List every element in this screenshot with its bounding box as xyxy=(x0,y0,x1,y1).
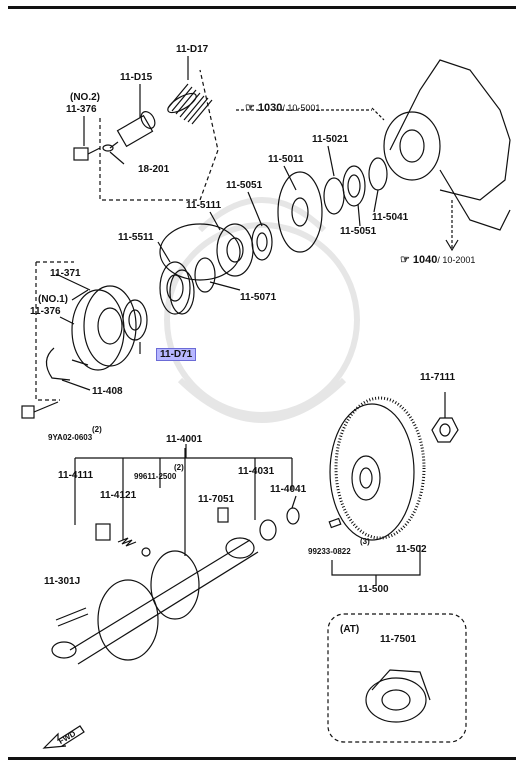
label-11-500: 11-500 xyxy=(358,584,389,595)
label-11-502: 11-502 xyxy=(396,544,427,555)
label-11-5011: 11-5011 xyxy=(268,154,304,165)
key-7051 xyxy=(217,507,229,523)
label-9ya02-0603: 9YA02-0603 xyxy=(48,433,93,442)
label-11-7051: 11-7051 xyxy=(198,494,235,505)
flywheel-502 xyxy=(329,396,426,541)
top-rule xyxy=(8,6,516,9)
crankshaft-4001 xyxy=(51,537,259,665)
label-no1: (NO.1) xyxy=(38,294,68,305)
ref-1040-num: 1040 xyxy=(412,254,438,266)
label-11-7111: 11-7111 xyxy=(420,372,456,383)
label-99233-0822: 99233-0822 xyxy=(308,547,351,556)
label-11-d15: 11-D15 xyxy=(120,72,153,83)
disc-5011 xyxy=(277,171,323,253)
group-box-lower xyxy=(35,261,74,401)
valve-d15 xyxy=(109,111,156,149)
label-11-4111: 11-4111 xyxy=(58,470,94,481)
sprocket-5511 xyxy=(159,261,195,315)
plug-376-no2 xyxy=(73,147,101,161)
label-11-5111: 11-5111 xyxy=(186,200,222,211)
ball-99611 xyxy=(141,547,151,557)
label-11-5071: 11-5071 xyxy=(240,292,277,303)
label-11-371: 11-371 xyxy=(50,268,81,279)
ref-1030[interactable]: ☞ 1030/ 10-5001 xyxy=(245,102,321,114)
label-bolt-qty: (2) xyxy=(92,425,102,434)
label-11-5511: 11-5511 xyxy=(118,232,154,243)
ref-1040-page: / 10-2001 xyxy=(437,255,476,265)
label-11-5021: 11-5021 xyxy=(312,134,349,145)
drum-371 xyxy=(71,285,137,371)
key-301j xyxy=(55,607,89,627)
label-18-201: 18-201 xyxy=(138,164,170,175)
label-11-4031: 11-4031 xyxy=(238,466,275,477)
plug-4111 xyxy=(95,523,111,541)
ring-5071 xyxy=(194,257,216,293)
label-11-5051-b: 11-5051 xyxy=(340,226,377,237)
bottom-rule xyxy=(8,757,516,760)
label-99611-2500: 99611-2500 xyxy=(134,472,177,481)
oring-18201 xyxy=(102,144,114,152)
group-box-upper xyxy=(99,69,219,201)
label-11-376-no2: 11-376 xyxy=(66,104,97,115)
bushing-4031 xyxy=(259,519,277,541)
label-11-4041: 11-4041 xyxy=(270,484,307,495)
seal-4041 xyxy=(286,507,300,525)
label-11-5051-a: 11-5051 xyxy=(226,180,263,191)
bolt-9ya02 xyxy=(21,401,59,419)
label-11-7501: 11-7501 xyxy=(380,634,417,645)
label-dowel-qty: (3) xyxy=(360,537,370,546)
ring-5021 xyxy=(323,177,345,215)
ref-1040[interactable]: ☞ 1040/ 10-2001 xyxy=(400,254,476,266)
hub-5111 xyxy=(159,223,254,281)
label-11-4121: 11-4121 xyxy=(100,490,137,501)
label-pin-qty: (2) xyxy=(174,463,184,472)
dowel-99233 xyxy=(328,517,342,529)
drive-plate-7501 xyxy=(365,669,431,723)
ref-1030-page: / 10-5001 xyxy=(282,103,321,113)
label-at: (AT) xyxy=(340,624,360,635)
spring-d17 xyxy=(167,83,213,125)
label-11-d17: 11-D17 xyxy=(176,44,209,55)
label-11-408: 11-408 xyxy=(92,386,123,397)
label-11-5041: 11-5041 xyxy=(372,212,409,223)
at-group-box xyxy=(327,613,467,743)
bearing-5051-a xyxy=(251,223,273,261)
clip-408 xyxy=(45,347,71,381)
label-no2: (NO.2) xyxy=(70,92,100,103)
nut-7111 xyxy=(431,417,459,443)
ring-5041 xyxy=(368,157,388,191)
label-11-d71-highlighted[interactable]: 11-D71 xyxy=(156,348,197,361)
label-11-376-no1: 11-376 xyxy=(30,306,61,317)
label-11-301j: 11-301J xyxy=(44,576,81,587)
engine-housing xyxy=(383,59,511,231)
label-11-4001: 11-4001 xyxy=(166,434,203,445)
bearing-5051-b xyxy=(342,165,366,207)
ref-1030-num: 1030 xyxy=(257,102,283,114)
fwd-arrow xyxy=(42,725,85,749)
spring-4121 xyxy=(117,537,137,547)
sprocket-d71 xyxy=(122,299,148,341)
